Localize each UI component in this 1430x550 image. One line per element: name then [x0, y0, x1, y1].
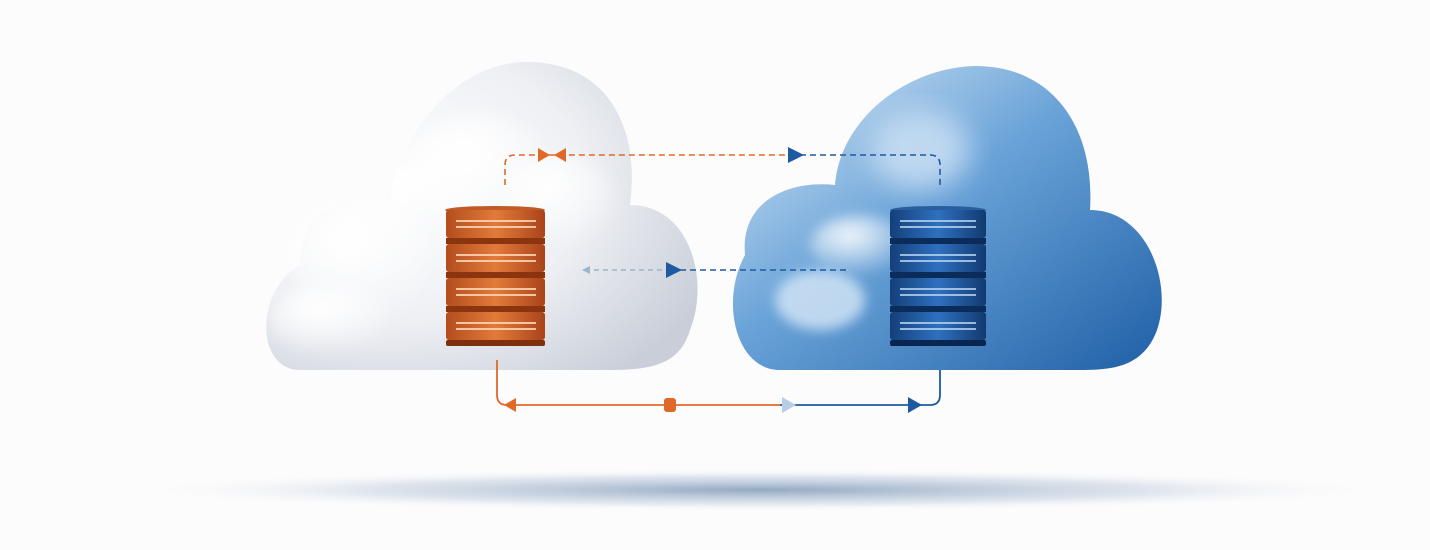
- left-server: [445, 206, 545, 346]
- database-server-icon: [890, 206, 986, 346]
- floor-shadow: [120, 468, 1400, 512]
- database-server-icon: [445, 206, 545, 346]
- right-server: [890, 206, 986, 346]
